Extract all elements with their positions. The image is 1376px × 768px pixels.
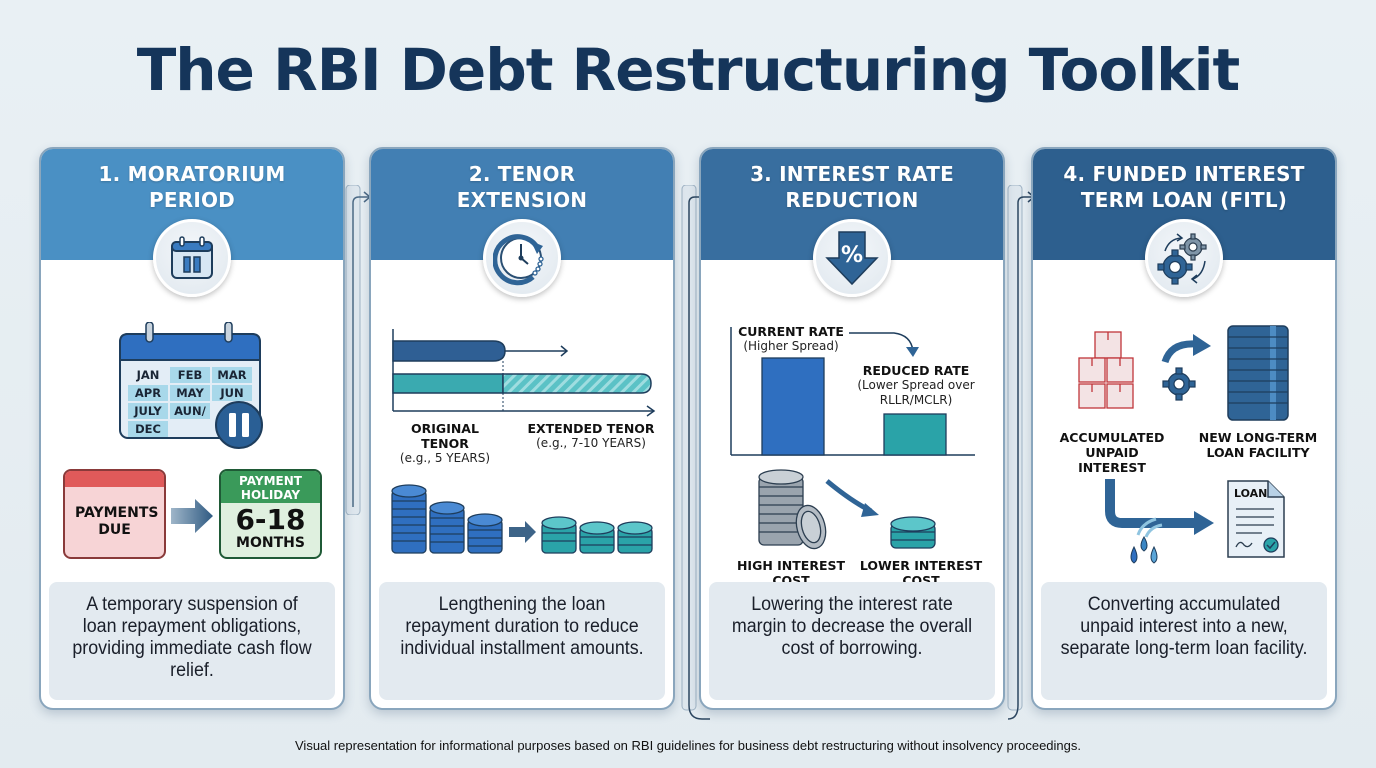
month-cell: JUN xyxy=(212,385,252,401)
connector-arrow-2-3 xyxy=(681,185,710,720)
connector-arrow-3-4 xyxy=(1007,185,1036,720)
coin-stacks-icon xyxy=(391,484,653,554)
original-tenor-label: ORIGINAL TENOR xyxy=(411,421,479,451)
payment-holiday-card: PAYMENT HOLIDAY 6-18 MONTHS xyxy=(219,469,322,559)
description-box: Converting accumulated unpaid interest i… xyxy=(1041,582,1327,700)
connector-arrow-1-2 xyxy=(345,185,372,515)
right-arrow-icon xyxy=(171,499,213,533)
month-cell: APR xyxy=(128,385,168,401)
month-cell: MAY xyxy=(170,385,210,401)
panel-moratorium-period: 1. MORATORIUM PERIOD JAN FEB MAR APR MAY… xyxy=(39,147,345,710)
description-box: Lengthening the loan repayment duration … xyxy=(379,582,665,700)
original-tenor-sub: (e.g., 5 YEARS) xyxy=(399,451,491,465)
panel-description: A temporary suspension of loan repayment… xyxy=(72,594,312,681)
panel-funded-interest-term-loan: 4. FUNDED INTEREST TERM LOAN (FITL) xyxy=(1031,147,1337,710)
extended-tenor-label: EXTENDED TENOR xyxy=(527,421,655,436)
conversion-gear-arrow-icon xyxy=(1161,334,1211,401)
reduced-rate-sub: (Lower Spread over xyxy=(857,378,975,392)
panel-tenor-extension: 2. TENOR EXTENSION xyxy=(369,147,675,710)
panel-description: Lowering the interest rate margin to dec… xyxy=(731,594,973,659)
current-rate-sub: (Higher Spread) xyxy=(743,339,839,353)
extended-tenor-sub: (e.g., 7-10 YEARS) xyxy=(536,436,646,450)
month-cell: JULY xyxy=(128,403,168,419)
tenor-timeline-chart xyxy=(392,329,656,417)
panel-title: 4. FUNDED INTEREST TERM LOAN (FITL) xyxy=(1063,162,1305,212)
calendar-pause-icon xyxy=(153,219,231,297)
loan-document-icon: LOAN xyxy=(1226,479,1286,559)
interest-rate-bar-chart xyxy=(730,327,975,456)
pipe-flow-arrow-icon xyxy=(1105,479,1214,564)
month-cell: FEB xyxy=(170,367,210,383)
loan-facility-stack-icon xyxy=(1227,325,1289,421)
panel-description: Converting accumulated unpaid interest i… xyxy=(1060,594,1308,659)
pause-icon xyxy=(215,401,263,449)
footer-disclaimer: Visual representation for informational … xyxy=(295,738,1081,753)
accumulated-interest-label: ACCUMULATED xyxy=(1059,430,1165,445)
new-loan-facility-label: NEW LONG-TERM xyxy=(1198,430,1318,445)
months-calendar: JAN FEB MAR APR MAY JUN JULY AUN/ DEC xyxy=(118,322,263,449)
month-cell: JAN xyxy=(136,368,160,382)
lower-interest-cost-label: LOWER INTEREST xyxy=(859,558,983,573)
gears-cycle-icon xyxy=(1145,219,1223,297)
panel-description: Lengthening the loan repayment duration … xyxy=(400,594,644,659)
reduced-rate-label: REDUCED RATE xyxy=(862,363,970,378)
panel-title: 2. TENOR EXTENSION xyxy=(456,162,588,212)
panel-title: 1. MORATORIUM PERIOD xyxy=(98,162,286,212)
payments-due-card: PAYMENTS DUE xyxy=(63,469,166,559)
percent-down-arrow-icon: % xyxy=(813,219,891,297)
month-cell: AUN/ xyxy=(170,403,210,419)
description-box: A temporary suspension of loan repayment… xyxy=(49,582,335,700)
clock-extend-icon xyxy=(483,219,561,297)
panel-title: 3. INTEREST RATE REDUCTION xyxy=(750,162,954,212)
month-cell: DEC xyxy=(128,421,168,437)
high-interest-cost-label: HIGH INTEREST xyxy=(736,558,846,573)
svg-text:%: % xyxy=(841,243,863,268)
page-title: The RBI Debt Restructuring Toolkit xyxy=(136,36,1241,104)
panel-interest-rate-reduction: 3. INTEREST RATE REDUCTION % CURRENT RAT… xyxy=(699,147,1005,710)
month-cell: MAR xyxy=(212,367,252,383)
description-box: Lowering the interest rate margin to dec… xyxy=(709,582,995,700)
current-rate-label: CURRENT RATE xyxy=(738,324,844,339)
interest-cost-coins-icon xyxy=(758,469,936,550)
accumulated-interest-boxes-icon xyxy=(1078,331,1134,409)
